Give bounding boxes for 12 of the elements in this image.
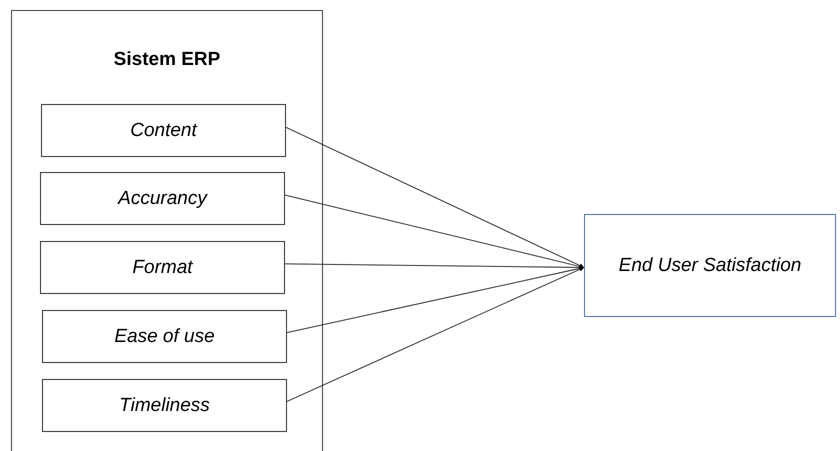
variable-box: Accurancy	[40, 172, 285, 225]
arrow	[286, 266, 584, 334]
arrow	[284, 126, 584, 268]
variable-box: Content	[41, 104, 286, 157]
variable-box: Timeliness	[42, 379, 287, 432]
container-title: Sistem ERP	[114, 49, 220, 70]
system-container	[11, 10, 323, 451]
variable-box: Ease of use	[42, 310, 287, 363]
variable-box: Format	[40, 241, 285, 294]
variable-box: End User Satisfaction	[584, 214, 836, 317]
arrow	[286, 267, 584, 402]
arrow	[284, 194, 584, 269]
